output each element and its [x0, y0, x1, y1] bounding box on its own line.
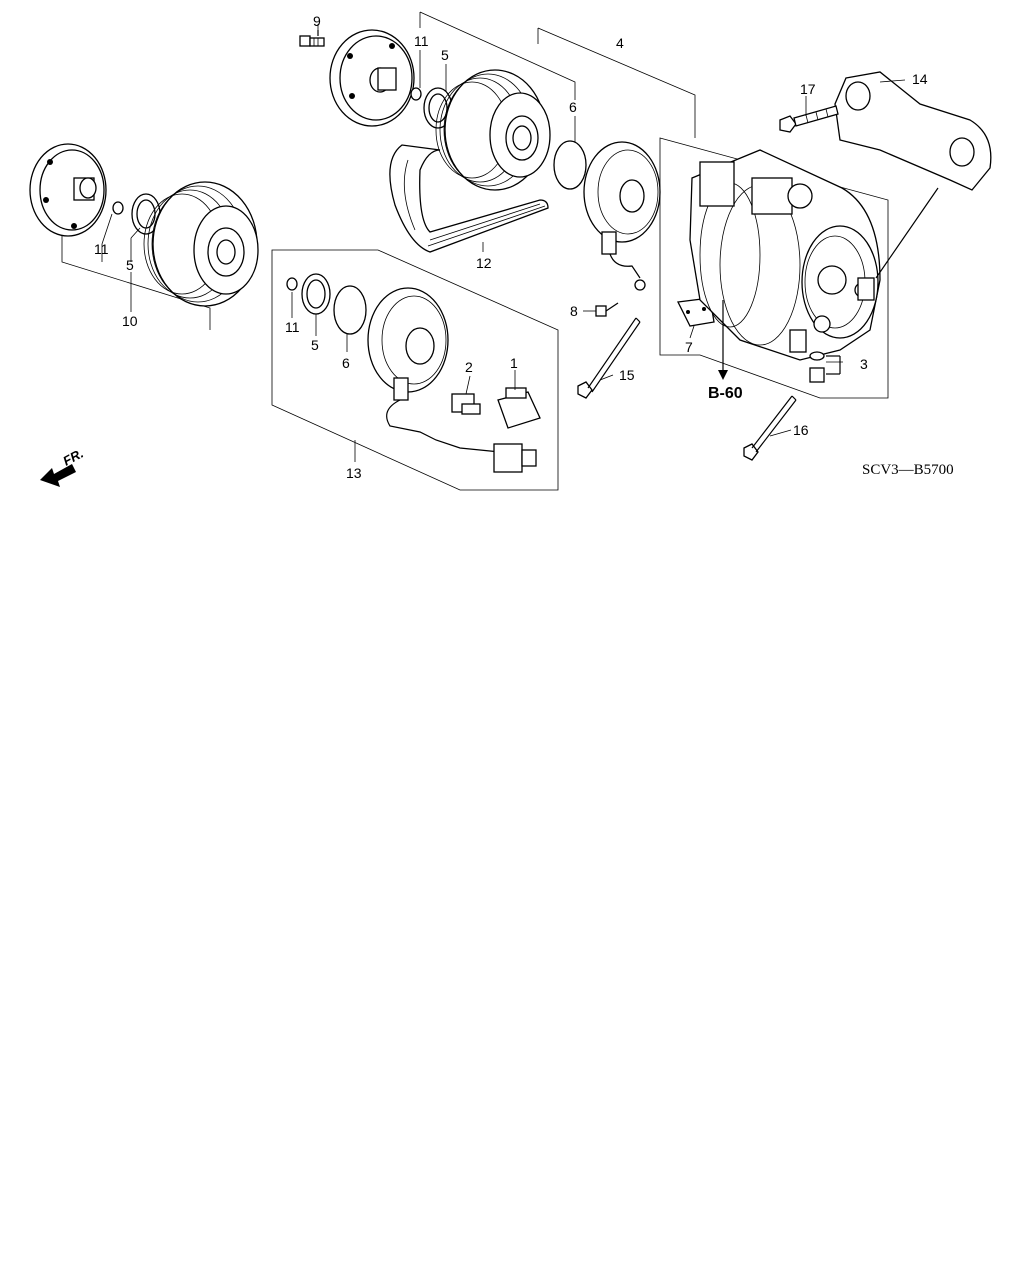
- connector-1-icon: [497, 387, 541, 429]
- oring-plug-3-icon: [809, 351, 841, 383]
- callout-8: 8: [570, 303, 578, 319]
- callout-10: 10: [122, 313, 138, 329]
- callout-9: 9: [313, 13, 321, 29]
- callout-11-top: 11: [414, 33, 429, 49]
- front-indicator-label: FR.: [60, 446, 86, 469]
- diagram-code: SCV3—B5700: [862, 462, 954, 478]
- callout-11-kit: 11: [285, 319, 300, 335]
- field-coil-top-icon: [583, 141, 661, 291]
- pulley-left-icon: [143, 181, 259, 307]
- callout-5-kit: 5: [311, 337, 319, 353]
- pressure-plate-top-icon: [329, 29, 415, 127]
- callout-labels: 9 11 5 4 6 17 14 11 5 10 12 8 7 3 15 16 …: [60, 13, 953, 481]
- snap-ring-5-kit-icon: [301, 273, 331, 315]
- snap-ring-6-top-icon: [553, 140, 587, 190]
- callout-14: 14: [912, 71, 928, 87]
- group-bracket-lines: [61, 11, 889, 491]
- mounting-bracket-14-icon: [834, 71, 992, 279]
- callout-13: 13: [346, 465, 362, 481]
- snap-ring-6-kit-icon: [333, 285, 367, 335]
- callout-16: 16: [793, 422, 809, 438]
- callout-1: 1: [510, 355, 518, 371]
- callout-2: 2: [465, 359, 473, 375]
- bolt-16-icon: [743, 395, 797, 461]
- leader-lines: [101, 24, 906, 437]
- callout-12: 12: [476, 255, 492, 271]
- front-direction-arrow-icon: [40, 464, 76, 487]
- callout-17: 17: [800, 81, 816, 97]
- pulley-top-icon: [435, 69, 551, 191]
- callout-11-left: 11: [94, 241, 109, 257]
- field-coil-kit-icon: [367, 287, 501, 453]
- bolt-17-icon: [779, 105, 839, 133]
- washer-11-kit-icon: [286, 277, 298, 291]
- connector-kit-icon: [493, 443, 537, 473]
- compressor-body-icon: [689, 149, 881, 361]
- callout-4: 4: [616, 35, 624, 51]
- bolt-9-icon: [299, 30, 325, 47]
- callout-5-left: 5: [126, 257, 134, 273]
- callout-7: 7: [685, 339, 693, 355]
- callout-15: 15: [619, 367, 635, 383]
- washer-11-top-icon: [410, 87, 422, 101]
- screw-8-icon: [595, 302, 619, 317]
- washer-11-left-icon: [112, 201, 124, 215]
- connector-2-icon: [451, 393, 481, 415]
- callout-6-kit: 6: [342, 355, 350, 371]
- callout-6-top: 6: [569, 99, 577, 115]
- callout-5-top: 5: [441, 47, 449, 63]
- bolt-15-icon: [577, 317, 641, 399]
- callout-3: 3: [860, 356, 868, 372]
- reference-b60: B-60: [708, 385, 743, 402]
- pressure-plate-left-icon: [29, 143, 107, 237]
- belt-12-icon: [389, 144, 549, 253]
